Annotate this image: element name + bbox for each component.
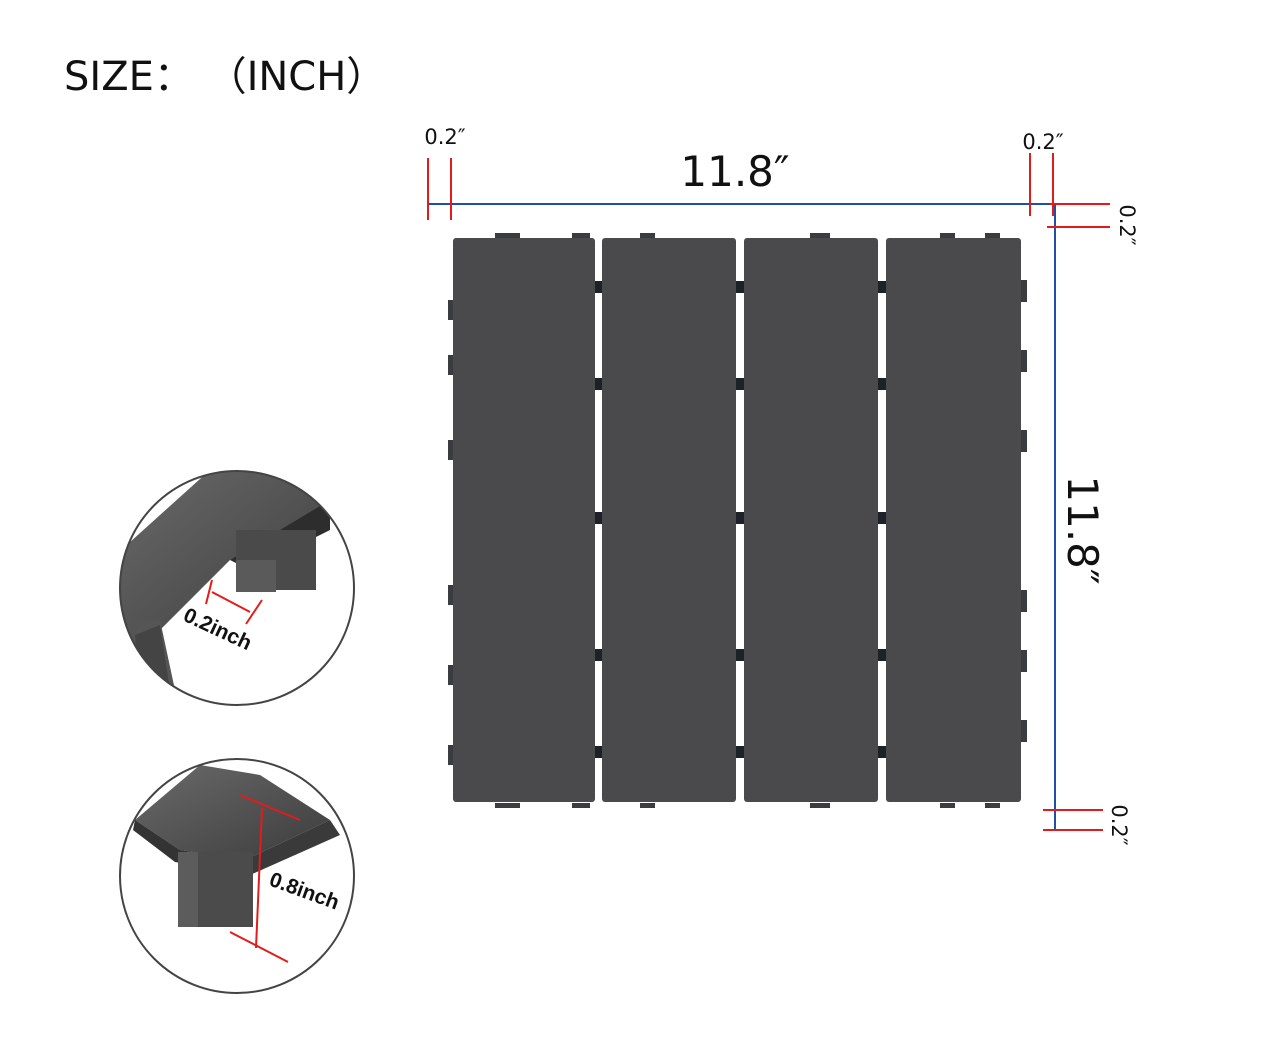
edge-clip [810,803,830,808]
edge-clip [985,803,1000,808]
connector [878,512,886,524]
top-offset-label: 0.2″ [1115,204,1139,245]
plank [886,238,1021,802]
plank [602,238,736,802]
edge-clip [448,745,453,765]
edge-clip [448,355,453,375]
edge-clip [1021,350,1027,372]
deck-tile [448,233,1027,808]
height-detail-callout: 0.8inch [119,758,355,994]
plank [744,238,878,802]
connector [595,281,602,293]
edge-clip [985,233,1000,238]
connector [595,512,602,524]
width-dimension: 0.2″ 0.2″ 11.8″ [424,125,1064,220]
callout-circle [119,758,355,994]
edge-clip [572,803,590,808]
connector [736,746,744,758]
edge-clip [1021,280,1027,302]
connector [595,378,602,390]
edge-clip [640,233,655,238]
edge-clip [940,233,955,238]
plank [453,238,595,802]
edge-clip [1021,590,1027,612]
edge-clip [448,300,453,320]
edge-clip [640,803,655,808]
bottom-offset-label: 0.2″ [1107,804,1131,845]
left-offset-label: 0.2″ [424,125,465,149]
callout-circle [119,470,355,706]
connector [736,512,744,524]
gap-detail-callout: 0.2inch [119,470,355,706]
connector [878,281,886,293]
connector [736,281,744,293]
connector [878,378,886,390]
connector [736,649,744,661]
edge-clip [448,585,453,605]
connector [878,746,886,758]
page-title: SIZE： （INCH） [64,54,386,100]
connector [878,649,886,661]
edge-clip [495,803,520,808]
edge-clip [1021,430,1027,452]
edge-clip [572,233,590,238]
edge-clip [1021,650,1027,672]
width-label: 11.8″ [680,147,789,196]
edge-clip [448,665,453,685]
connector [595,649,602,661]
edge-clip [448,440,453,460]
connector [595,746,602,758]
height-label: 11.8″ [1058,475,1107,584]
edge-clip [1021,720,1027,742]
edge-clip [810,233,830,238]
edge-clip [940,803,955,808]
connector [736,378,744,390]
right-offset-label: 0.2″ [1022,130,1063,154]
height-dimension: 0.2″ 0.2″ 11.8″ [1043,203,1139,846]
edge-clip [495,233,520,238]
